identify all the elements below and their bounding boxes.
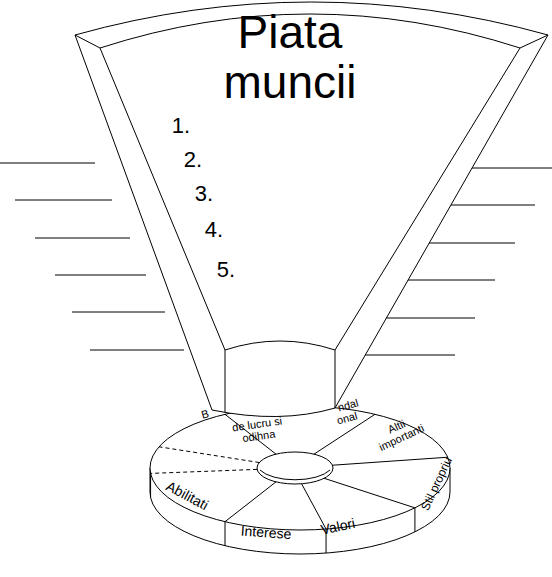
callout-number: 5. (217, 258, 235, 282)
funnel-neck (225, 350, 335, 412)
callout-number: 2. (184, 148, 202, 172)
labor-market-funnel: Piata muncii (0, 0, 552, 430)
callout-number: 3. (195, 182, 213, 206)
wheel-hole (257, 452, 333, 484)
segment-edge (225, 522, 226, 546)
funnel-title: Piata muncii (190, 8, 390, 107)
segment-line (332, 457, 447, 465)
hole-depth (260, 470, 330, 480)
segment-line (324, 478, 415, 508)
segment-line (151, 469, 258, 473)
wheel-top (150, 406, 450, 530)
segment-line (225, 482, 276, 522)
funnel-outer (75, 2, 548, 417)
segment-line (159, 447, 259, 463)
wheel-outline (150, 406, 450, 554)
segment-edge (414, 508, 415, 532)
callout-number: 1. (172, 114, 190, 138)
callout-number: 4. (205, 218, 223, 242)
segment-edge (150, 473, 151, 497)
segment-label: B (200, 407, 210, 421)
